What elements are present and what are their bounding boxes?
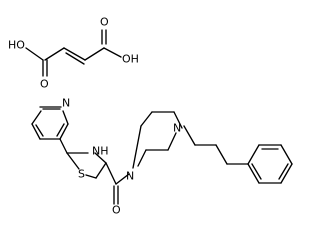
thiazolidine-ring: S NH — [66, 145, 109, 181]
carbonyl-right-label: O — [100, 16, 109, 29]
bond-thz-c4-n — [94, 152, 107, 164]
hydroxyl-left-label: HO — [8, 39, 25, 52]
bond-ph-6 — [247, 163, 260, 184]
pyridine-ring: N — [31, 97, 70, 140]
piperazine-nitrogen-alkyl-label: N — [173, 122, 181, 135]
fumaric-acid: HO O O OH — [8, 16, 139, 91]
structure-drawing: HO O O OH N S NH O — [8, 16, 293, 217]
bond-ho-c1 — [25, 47, 44, 61]
amide-oxygen-label: O — [112, 204, 121, 217]
bond-ph-1 — [247, 144, 260, 165]
bond-pyr-c5-c6 — [59, 123, 69, 140]
bond-c4-carbonyl — [105, 162, 117, 185]
bond-c2-c3-double — [65, 52, 85, 65]
bond-carbonyl-n — [115, 173, 130, 185]
piperazine-nitrogen-amide-label: N — [126, 170, 134, 183]
bond-pyridine-thiazolidine — [59, 138, 68, 154]
bond-pip-n1-c2 — [137, 149, 147, 167]
bond-pip-edge — [132, 125, 142, 169]
thiazolidine-sulfur-label: S — [78, 168, 85, 181]
bond-pyr-c6-n — [62, 110, 69, 125]
bond-pip-c3-n4 — [167, 132, 177, 151]
bond-ph-4 — [280, 163, 293, 184]
carbonyl-left-label: O — [40, 78, 49, 91]
bond-pyr-c2-c3 — [31, 110, 42, 125]
bond-c4-oh — [103, 47, 122, 58]
hydroxyl-right-label: OH — [122, 53, 139, 66]
pyridine-nitrogen-label: N — [62, 97, 70, 110]
bond-ph-6-double — [251, 163, 262, 180]
bond-chain-1 — [183, 125, 196, 146]
bond-c3-c4 — [84, 47, 105, 61]
propyl-chain — [183, 125, 249, 165]
phenyl-ring — [247, 144, 293, 184]
thiazolidine-nitrogen-label: NH — [92, 145, 109, 158]
bond-pip-c6-c1 — [140, 111, 153, 127]
bond-pyr-c3-c4 — [31, 123, 41, 140]
bond-thz-s-c5 — [85, 174, 97, 179]
bond-ph-3 — [280, 144, 293, 165]
amide-group: O — [105, 162, 130, 217]
piperazine-ring: N N — [126, 111, 183, 183]
bond-pyr-c3-c4-double — [35, 124, 44, 137]
bond-c2-c3 — [63, 47, 86, 61]
bond-pip-n4-c5 — [173, 111, 183, 129]
bond-pyr-c5-c6-double — [56, 123, 65, 137]
bond-ph-4-double — [278, 163, 289, 180]
bond-thz-c5-c4 — [95, 162, 107, 179]
bond-chain-3 — [215, 144, 228, 165]
bond-c1-c2 — [44, 47, 65, 61]
bond-thz-c2-s — [66, 152, 80, 170]
molecule-diagram: HO O O OH N S NH O — [8, 16, 293, 217]
